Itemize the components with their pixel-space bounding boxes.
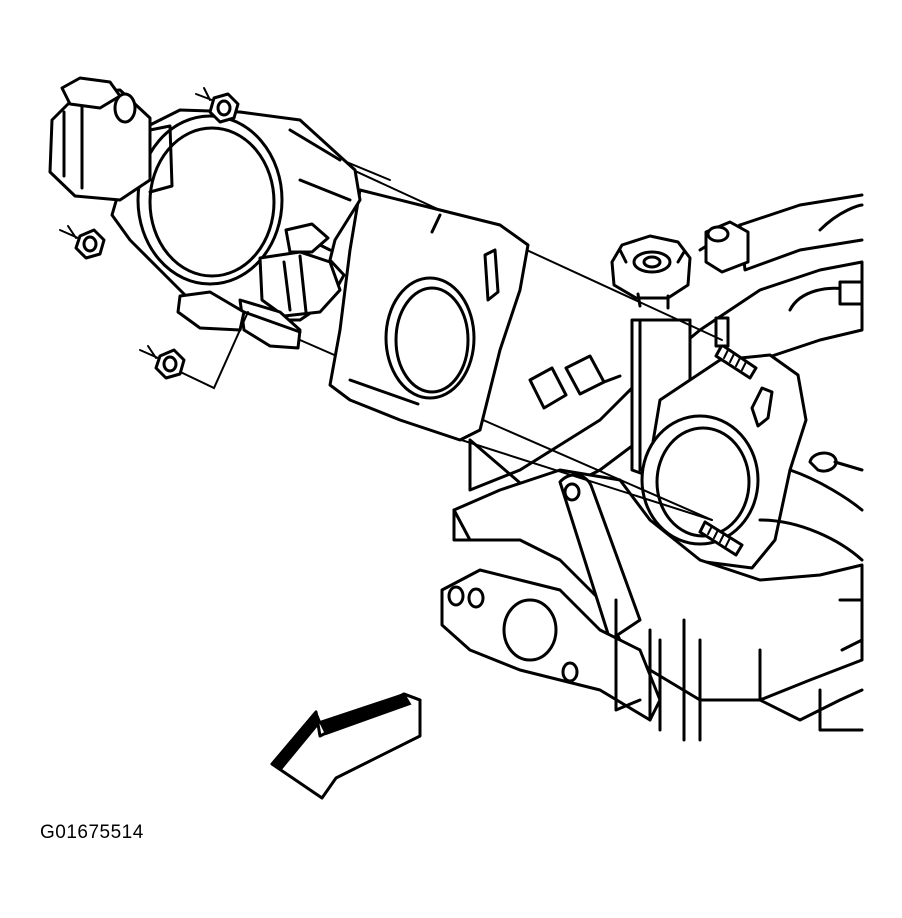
nut-left <box>59 225 106 260</box>
throttle-position-sensor <box>176 222 342 350</box>
intake-manifold <box>440 193 864 742</box>
flange-stud-lower <box>698 520 744 557</box>
idle-air-control-motor <box>48 76 174 202</box>
arrow-left-down-icon <box>270 692 422 800</box>
nut-upper <box>195 87 240 124</box>
figure-id-label: G01675514 <box>40 822 144 843</box>
throttle-body-assembly <box>48 76 362 390</box>
nut-lower <box>139 345 186 380</box>
flange-stud-upper <box>714 343 758 380</box>
throttle-body-gasket <box>328 188 530 442</box>
